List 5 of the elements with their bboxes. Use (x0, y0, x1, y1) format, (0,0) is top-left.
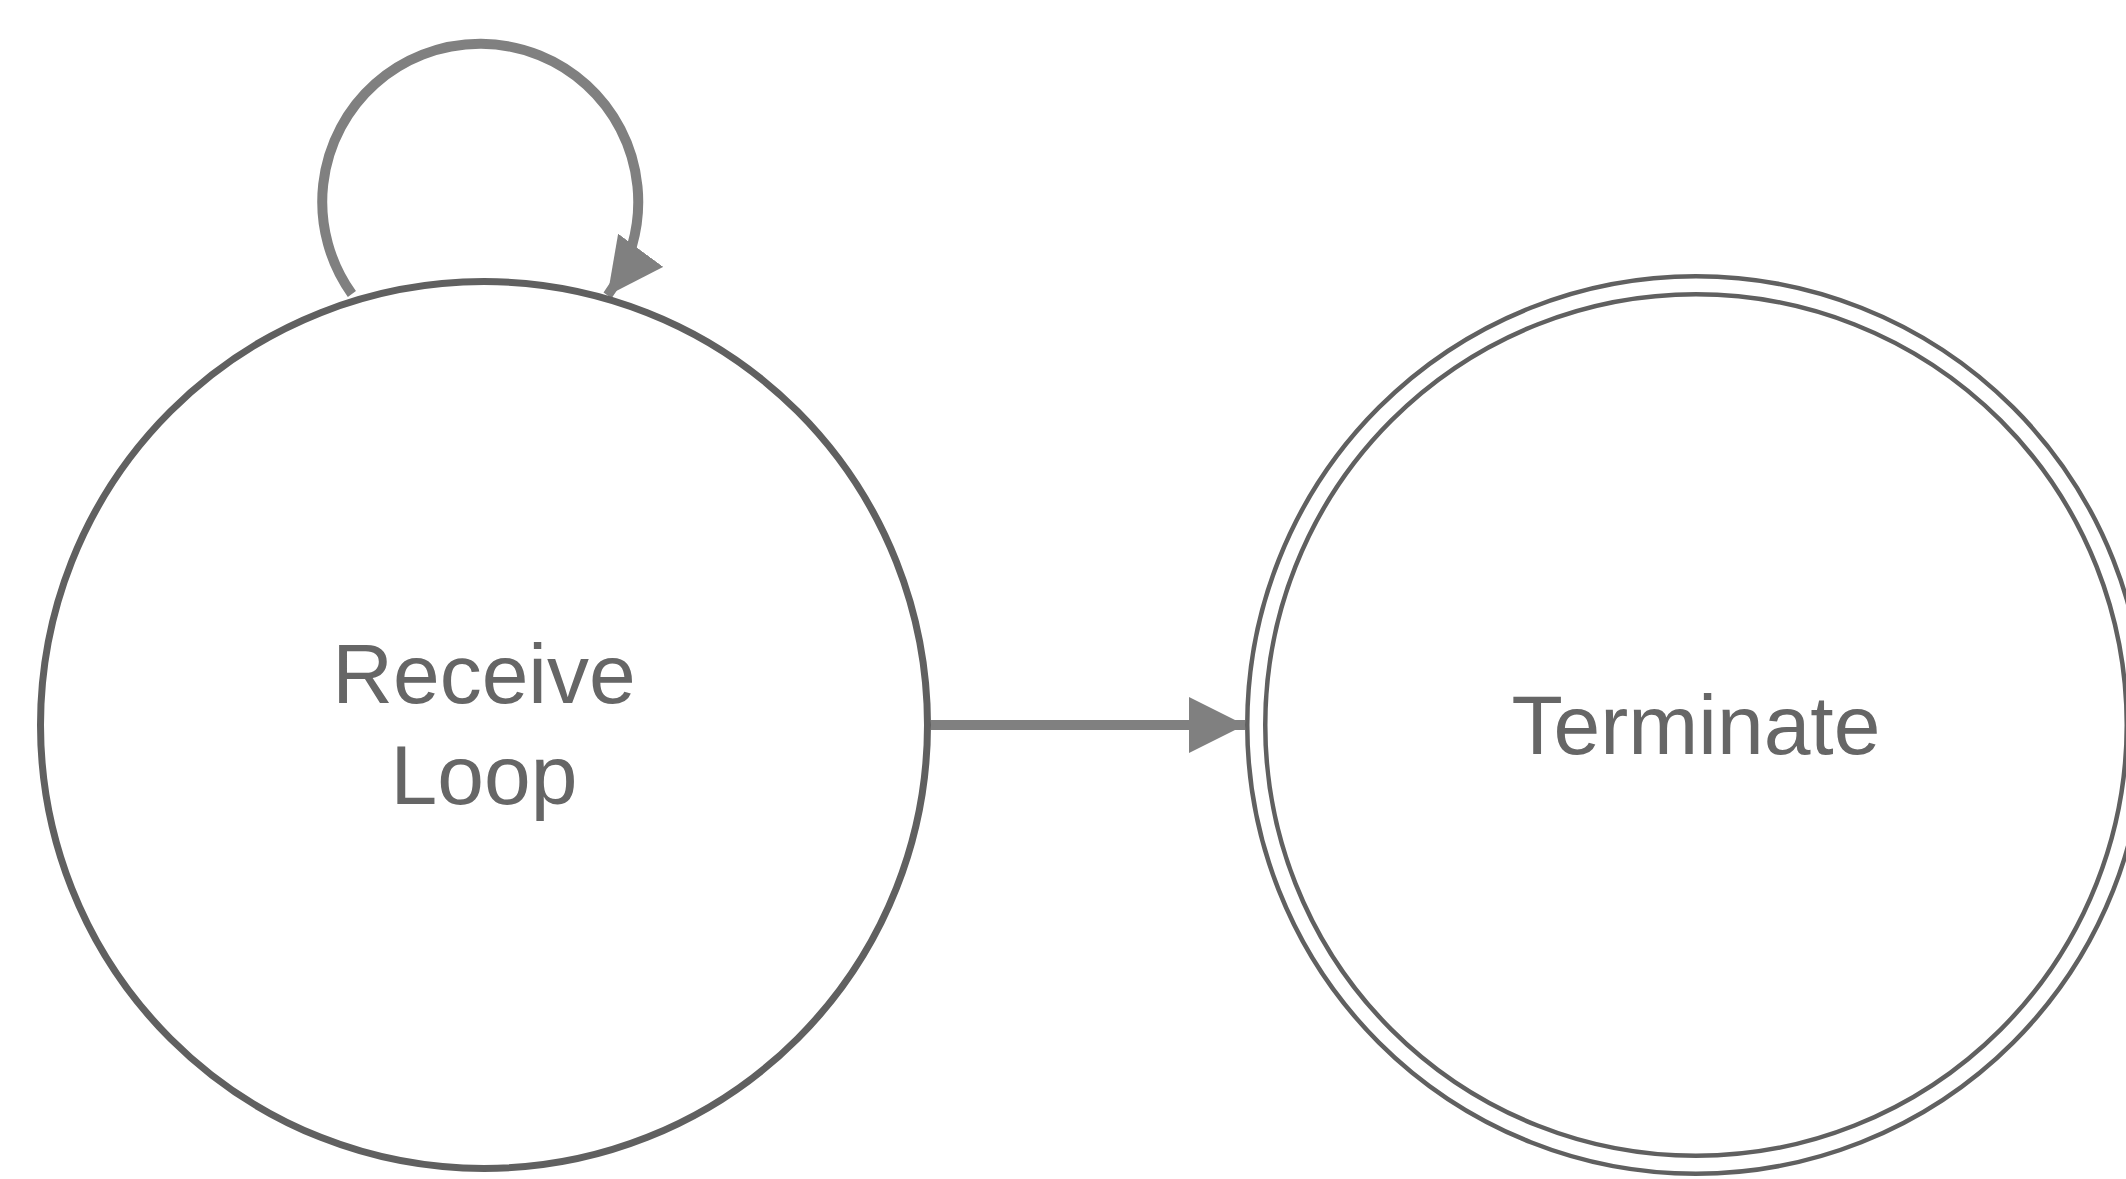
state-circle (37, 278, 931, 1172)
arrow (931, 697, 1245, 753)
state-label: Terminate (1510, 676, 1882, 774)
state-label: Receive Loop (331, 626, 637, 824)
self-loop-arrow (317, 39, 662, 299)
